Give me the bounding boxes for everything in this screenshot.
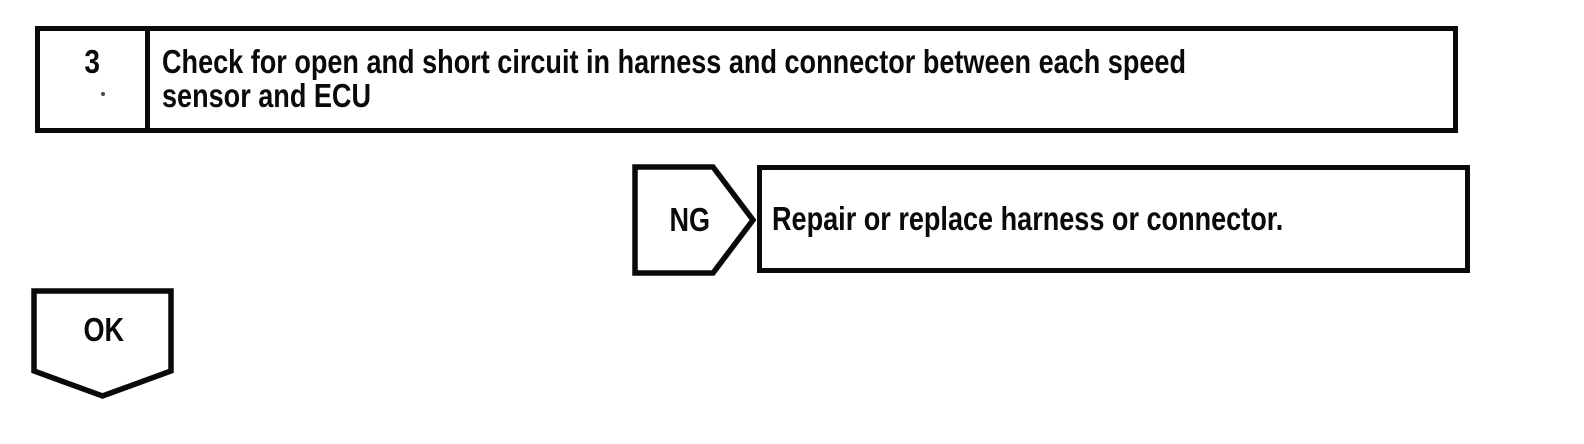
ng-label: NG: [669, 201, 711, 238]
instruction-line-2: sensor and ECU: [162, 77, 372, 114]
step-number: 3: [84, 43, 101, 80]
ng-action-text: Repair or replace harness or connector.: [772, 200, 1284, 237]
ng-label-wrap: NG: [632, 164, 748, 276]
instruction-line-1: Check for open and short circuit in harn…: [162, 43, 1187, 80]
step-instruction: Check for open and short circuit in harn…: [150, 31, 1453, 128]
step-number-cell: 3: [40, 31, 150, 128]
ok-label: OK: [83, 311, 124, 348]
step-box: 3 Check for open and short circuit in ha…: [35, 26, 1458, 133]
ok-pointer-shape: [31, 288, 174, 399]
ng-action-box: Repair or replace harness or connector.: [757, 165, 1470, 273]
ng-pointer-shape: [632, 164, 756, 276]
ok-label-wrap: OK: [31, 288, 176, 372]
scan-artifact-dot: [101, 92, 105, 96]
